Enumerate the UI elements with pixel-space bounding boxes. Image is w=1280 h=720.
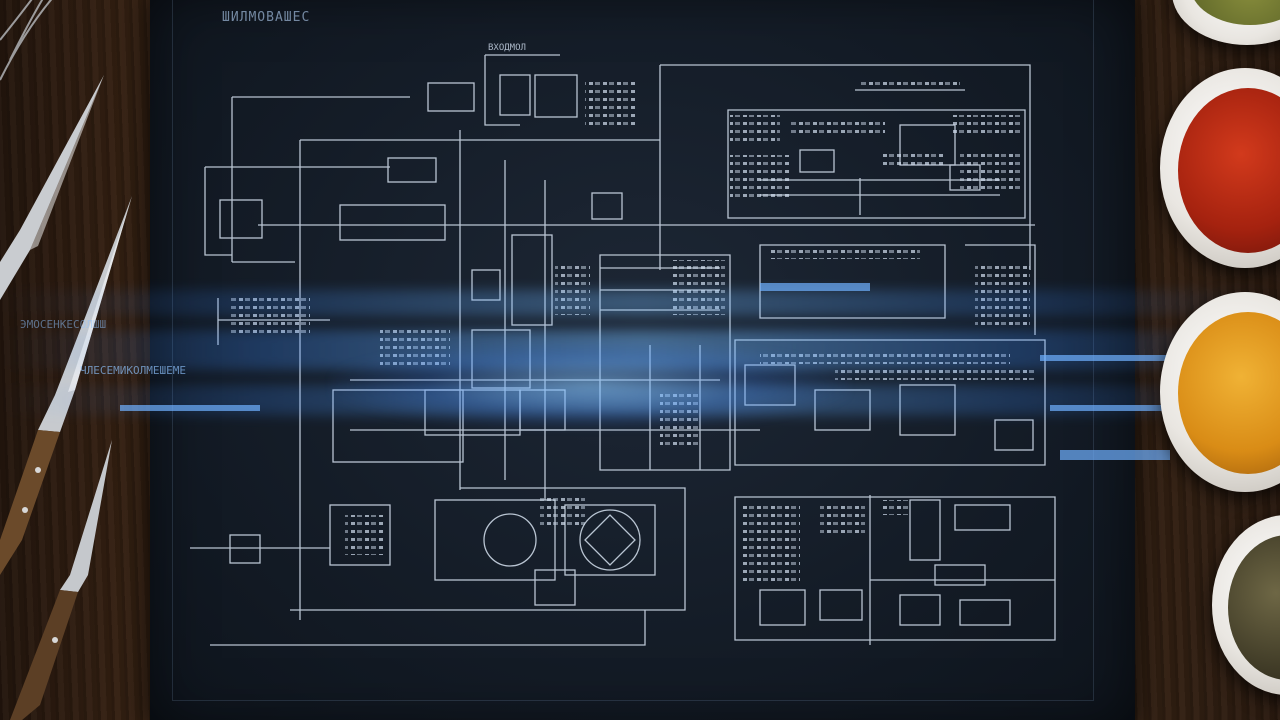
blue-glow: [330, 340, 850, 430]
whisk-icon: [0, 0, 53, 81]
paring-knife-icon: [0, 196, 132, 575]
utility-knife-icon: [10, 440, 112, 720]
chef-knife-icon: [0, 75, 104, 300]
streak-label-2: ЧЛЕСЕМИКОЛМЕШЕМЕ: [80, 364, 186, 377]
board-border: [172, 0, 1094, 701]
knives: [0, 0, 132, 720]
turmeric-spice: [1178, 312, 1280, 474]
board-title: ШИЛМОВАШЕС: [222, 10, 311, 25]
streak-label-1: ЭМОСЕНКЕСОЛШШ: [20, 318, 106, 331]
paprika-spice: [1178, 88, 1280, 253]
board-top-label: ВХОДМОЛ: [488, 43, 526, 53]
